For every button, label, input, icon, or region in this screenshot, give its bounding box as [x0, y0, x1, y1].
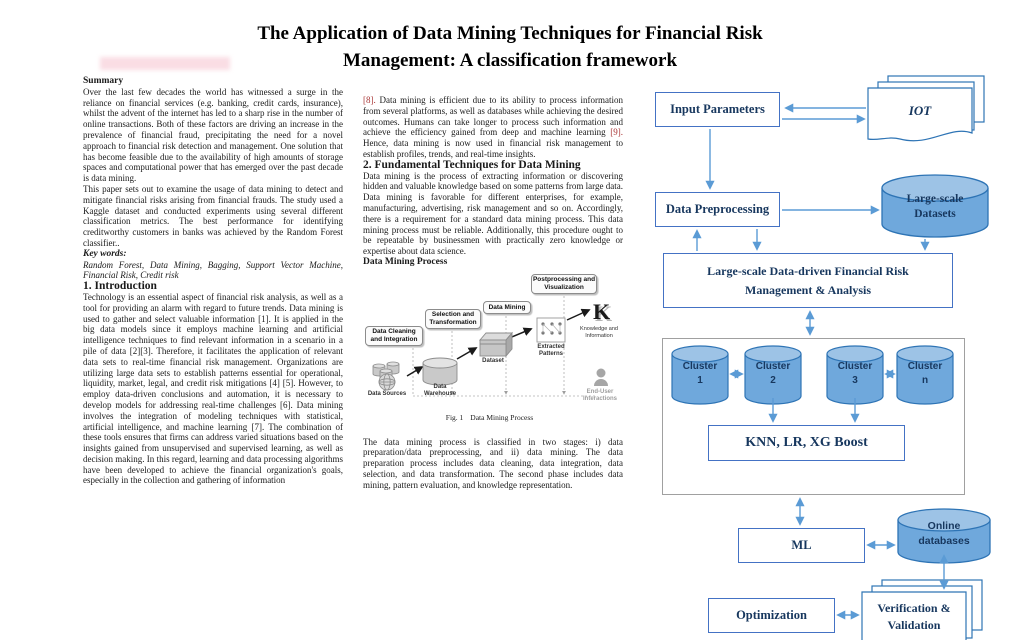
online-db-line2: databases: [918, 535, 970, 547]
cluster-2-name: Cluster: [755, 361, 791, 372]
summary-paragraph-2: This paper sets out to examine the usage…: [83, 183, 343, 248]
data-sources-icon: [372, 361, 400, 391]
svg-text:K: K: [595, 301, 612, 326]
main-box-line1: Large-scale Data-driven Financial Risk: [707, 263, 909, 278]
ml-box: ML: [738, 528, 865, 563]
fig-label-selection: Selection and Transformation: [425, 308, 481, 329]
paragraph-continued: [8]. Data mining is efficient due to its…: [363, 95, 623, 160]
summary-heading: Summary: [83, 76, 124, 86]
cluster-cylinders: [671, 345, 954, 405]
author-redaction-highlight: [100, 57, 230, 70]
knowledge-icon: K K: [593, 299, 612, 326]
fig-item-data-warehouse: Data Warehouse: [423, 383, 457, 397]
datasets-label-line2: Datasets: [914, 208, 956, 220]
main-framework-box: Large-scale Data-driven Financial Risk M…: [663, 253, 953, 308]
cluster-3-num: 3: [852, 375, 858, 386]
figure-1: K K Data Cleaning and Integration Select…: [363, 270, 623, 410]
cluster-3-label: Cluster 3: [827, 358, 883, 390]
framework-diagram-graphic: [671, 75, 991, 640]
cluster-2-num: 2: [770, 375, 776, 386]
dataset-icon: [479, 331, 513, 357]
input-parameters-box: Input Parameters: [655, 92, 780, 127]
citation-8: [8].: [363, 95, 376, 105]
citation-9: [9].: [610, 127, 623, 138]
keywords-list: Random Forest, Data Mining, Bagging, Sup…: [83, 259, 343, 281]
main-box-line2: Management & Analysis: [745, 282, 871, 297]
iot-label: IOT: [908, 103, 932, 118]
fig-label-data-cleaning: Data Cleaning and Integration: [365, 325, 423, 346]
cluster-1-name: Cluster: [682, 361, 718, 372]
cluster-n-num: n: [921, 375, 929, 386]
left-column: Summary Over the last few decades the wo…: [83, 76, 343, 640]
diagram-arrows: [692, 103, 949, 620]
fig-item-extracted-patterns: Extracted Patterns: [537, 343, 565, 357]
framework-diagram: Input Parameters IOT Data Preprocessing …: [640, 75, 1024, 640]
introduction-paragraph: Technology is an essential aspect of fin…: [83, 291, 343, 486]
verification-line1: Verification &: [877, 601, 951, 615]
middle-column: [8]. Data mining is efficient due to its…: [363, 95, 623, 640]
cluster-2-label: Cluster 2: [745, 358, 801, 390]
cluster-3-name: Cluster: [837, 361, 873, 372]
optimization-box: Optimization: [708, 598, 835, 633]
keywords-heading: Key words:: [83, 248, 127, 259]
fig-item-knowledge: Knowledge and Information: [580, 325, 618, 339]
data-mining-process-heading: Data Mining Process: [363, 256, 448, 267]
verification-line2: Validation: [887, 618, 941, 632]
summary-paragraph-1: Over the last few decades the world has …: [83, 86, 343, 184]
section-2-heading: 2. Fundamental Techniques for Data Minin…: [363, 158, 581, 171]
data-warehouse-icon: [422, 357, 458, 386]
paper-title: The Application of Data Mining Technique…: [0, 20, 1020, 74]
k-glyph: K: [593, 299, 610, 324]
fig-label-postprocessing: Postprocessing and Visualization: [531, 273, 597, 294]
extracted-patterns-icon: [536, 317, 566, 343]
iot-document-shape: [867, 75, 985, 142]
paragraph-continued-text-a: Data mining is efficient due to its abil…: [363, 95, 623, 138]
large-scale-datasets-cylinder: [881, 174, 989, 238]
paper-title-line1: The Application of Data Mining Technique…: [257, 23, 763, 44]
online-db-line1: Online: [927, 520, 961, 532]
data-preprocessing-box: Data Preprocessing: [655, 192, 780, 227]
models-box: KNN, LR, XG Boost: [708, 425, 905, 461]
figure-1-caption-text: Data Mining Process: [470, 412, 534, 422]
fig-item-end-user: End-User Interactions: [582, 388, 617, 402]
section-2-paragraph: Data mining is the process of extracting…: [363, 170, 623, 257]
cluster-1-num: 1: [697, 375, 703, 386]
cluster-n-label: Cluster n: [897, 358, 953, 390]
paper-title-line2: Management: A classification framework: [342, 50, 678, 71]
cluster-1-label: Cluster 1: [672, 358, 728, 390]
end-user-icon: [594, 368, 608, 386]
clusters-frame: [662, 338, 965, 495]
figure-1-caption-number: Fig. 1: [445, 412, 464, 422]
large-scale-datasets-label: Large-scale Datasets: [882, 178, 988, 236]
fig-label-data-mining: Data Mining: [483, 300, 531, 314]
fig-item-dataset: Dataset: [482, 357, 504, 364]
figure-1-graphic: K K: [372, 291, 612, 397]
verification-document-shape: [861, 579, 983, 640]
process-stages-paragraph: The data mining process is classified in…: [363, 436, 623, 490]
introduction-heading: 1. Introduction: [83, 280, 157, 293]
online-databases-label: Online databases: [898, 511, 990, 557]
datasets-label-line1: Large-scale: [906, 193, 964, 205]
verification-validation-label: Verification & Validation: [862, 596, 966, 638]
fig-item-data-sources: Data Sources: [367, 390, 407, 397]
figure-1-caption: Fig. 1 Data Mining Process: [363, 413, 623, 424]
cluster-n-name: Cluster: [907, 361, 943, 372]
paragraph-continued-text-b: Hence, data mining is now used in financ…: [363, 138, 623, 159]
online-databases-cylinder: [897, 508, 991, 564]
